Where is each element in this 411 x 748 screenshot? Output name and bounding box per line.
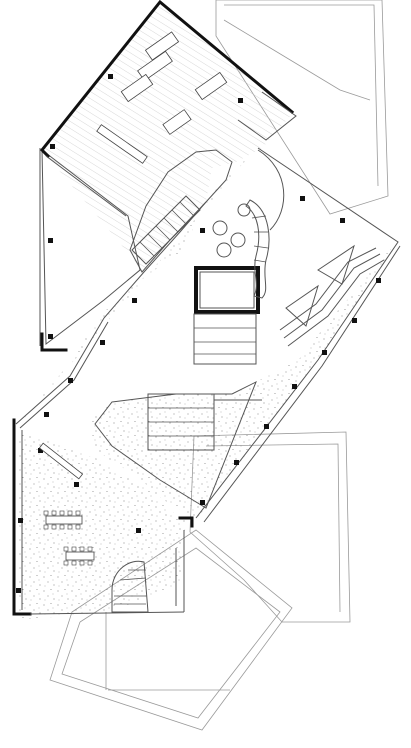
upper-wing-wall-west — [39, 0, 295, 159]
neighbour-block-top-right — [215, 0, 389, 215]
right-stairs — [279, 244, 385, 347]
central-stair — [193, 313, 257, 365]
conference-area — [38, 442, 95, 566]
curved-stair — [111, 560, 149, 613]
core-block — [193, 266, 260, 365]
upper-wing-floor — [42, 2, 294, 272]
upper-wing — [39, 0, 297, 352]
atrium-walls — [12, 147, 401, 616]
neighbour-buildings — [49, 0, 389, 731]
lower-stair — [147, 393, 262, 451]
conference-table-2 — [65, 551, 95, 561]
upper-stair — [131, 195, 201, 265]
atrium-floor — [18, 146, 398, 620]
spiral-stair — [212, 149, 285, 299]
conference-table-1 — [45, 515, 83, 525]
upper-wing-terrace — [41, 148, 141, 345]
upper-wing-tables — [96, 31, 228, 164]
